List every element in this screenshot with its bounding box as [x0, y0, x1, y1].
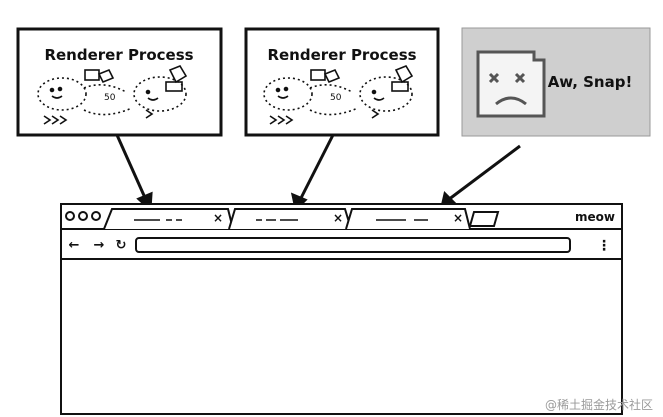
tab-close-icon-3[interactable]: × — [453, 211, 463, 225]
tab-close-icon-1[interactable]: × — [213, 211, 223, 225]
connectors — [115, 134, 521, 213]
forward-icon[interactable]: → — [94, 238, 105, 253]
window-control-dot-2[interactable] — [78, 211, 88, 221]
window-controls — [65, 211, 101, 221]
menu-icon[interactable]: ⋮ — [597, 238, 611, 254]
crash-panel: Aw, Snap! — [461, 27, 651, 137]
browser-brand: meow — [575, 210, 615, 224]
panel-title-1: Renderer Process — [44, 46, 193, 64]
tab-3[interactable]: × — [345, 208, 471, 230]
svg-text:50: 50 — [104, 93, 116, 103]
panel-title-2: Renderer Process — [267, 46, 416, 64]
window-control-dot-3[interactable] — [91, 211, 101, 221]
sad-tab-icon — [476, 50, 546, 118]
crash-message: Aw, Snap! — [548, 73, 633, 91]
renderer-doodle-1: 50 — [37, 65, 188, 125]
renderer-panel-1: Renderer Process 50 — [16, 27, 223, 137]
tab-close-icon-2[interactable]: × — [333, 211, 343, 225]
renderer-doodle-2: 50 — [263, 65, 414, 125]
reload-icon[interactable]: ↻ — [116, 238, 127, 253]
address-bar[interactable] — [135, 237, 571, 253]
page-content-area — [62, 260, 621, 413]
renderer-panel-2: Renderer Process 50 — [244, 27, 440, 137]
tab-1[interactable]: × — [103, 208, 234, 230]
window-control-dot-1[interactable] — [65, 211, 75, 221]
watermark: @稀土掘金技术社区 — [544, 398, 653, 412]
browser-window: × × × meow ← → ↻ ⋮ — [60, 203, 623, 415]
tab-2[interactable]: × — [228, 208, 352, 230]
new-tab-button[interactable] — [468, 211, 500, 227]
svg-text:50: 50 — [330, 93, 342, 103]
back-icon[interactable]: ← — [69, 238, 80, 253]
